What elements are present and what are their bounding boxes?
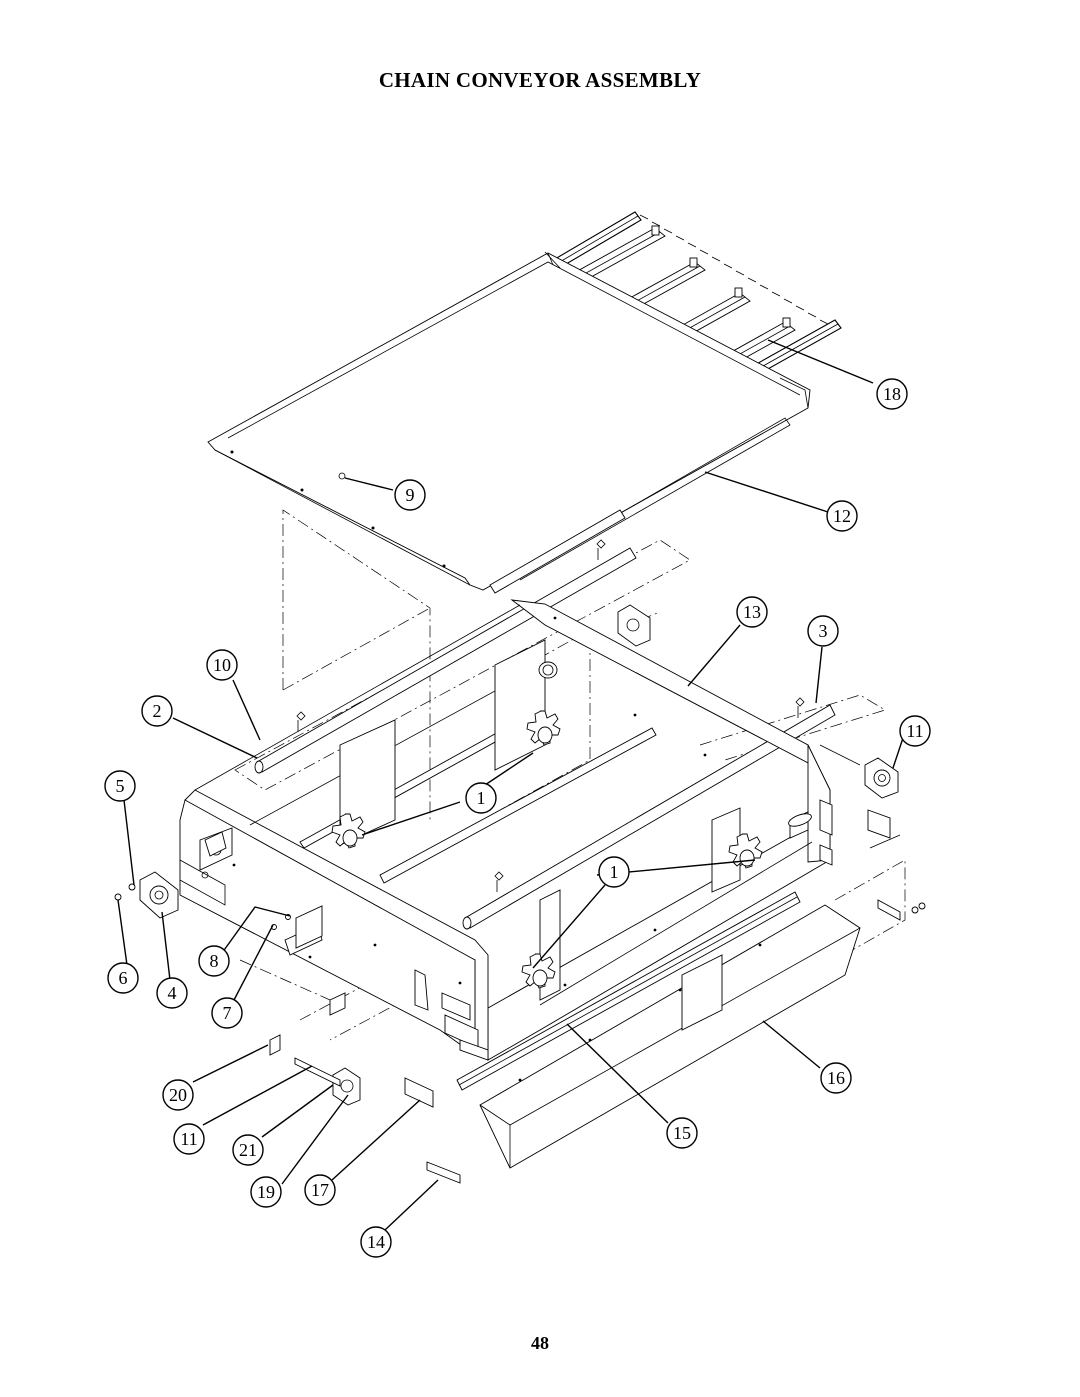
callout-label: 6 bbox=[119, 968, 128, 988]
callout-1-upper: 1 bbox=[465, 782, 497, 814]
callout-14: 14 bbox=[360, 1226, 392, 1258]
callouts: 18 9 12 13 3 10 2 11 5 1 1 8 6 4 7 20 11… bbox=[104, 378, 931, 1258]
callout-label: 5 bbox=[116, 776, 125, 796]
callout-5: 5 bbox=[104, 770, 136, 802]
callout-label: 16 bbox=[827, 1068, 845, 1088]
callout-11-lower: 11 bbox=[173, 1123, 205, 1155]
callout-10: 10 bbox=[206, 649, 238, 681]
callout-3: 3 bbox=[807, 615, 839, 647]
page-number: 48 bbox=[531, 1333, 549, 1353]
page-title: CHAIN CONVEYOR ASSEMBLY bbox=[378, 68, 702, 92]
callout-label: 17 bbox=[311, 1180, 329, 1200]
callout-label: 4 bbox=[168, 983, 177, 1003]
callout-13: 13 bbox=[736, 596, 768, 628]
callout-21: 21 bbox=[232, 1134, 264, 1166]
callout-17: 17 bbox=[304, 1174, 336, 1206]
bearings bbox=[114, 604, 926, 1106]
callout-label: 20 bbox=[169, 1085, 187, 1105]
callout-label: 21 bbox=[239, 1140, 257, 1160]
callout-11-right: 11 bbox=[899, 715, 931, 747]
callout-label: 13 bbox=[743, 602, 761, 622]
callout-2: 2 bbox=[141, 695, 173, 727]
callout-label: 7 bbox=[223, 1003, 232, 1023]
callout-label: 1 bbox=[477, 788, 486, 808]
callout-1-lower: 1 bbox=[598, 856, 630, 888]
callout-label: 10 bbox=[213, 655, 231, 675]
callout-label: 18 bbox=[883, 384, 901, 404]
main-frame bbox=[179, 599, 833, 1061]
callout-8: 8 bbox=[198, 945, 230, 977]
callout-label: 19 bbox=[257, 1182, 275, 1202]
callout-15: 15 bbox=[666, 1117, 698, 1149]
callout-6: 6 bbox=[107, 962, 139, 994]
callout-4: 4 bbox=[156, 977, 188, 1009]
callout-label: 11 bbox=[906, 721, 923, 741]
callout-label: 8 bbox=[210, 951, 219, 971]
callout-label: 3 bbox=[819, 621, 828, 641]
callout-label: 11 bbox=[180, 1129, 197, 1149]
callout-label: 1 bbox=[610, 862, 619, 882]
callout-label: 14 bbox=[367, 1232, 385, 1252]
callout-label: 15 bbox=[673, 1123, 691, 1143]
callout-18: 18 bbox=[876, 378, 908, 410]
callout-label: 12 bbox=[833, 506, 851, 526]
callout-12: 12 bbox=[826, 500, 858, 532]
callout-label: 9 bbox=[406, 485, 415, 505]
callout-label: 2 bbox=[153, 701, 162, 721]
callout-16: 16 bbox=[820, 1062, 852, 1094]
cover-pan bbox=[207, 251, 811, 591]
callout-7: 7 bbox=[211, 997, 243, 1029]
lower-parts bbox=[404, 891, 861, 1184]
callout-19: 19 bbox=[250, 1176, 282, 1208]
callout-20: 20 bbox=[162, 1079, 194, 1111]
callout-9: 9 bbox=[394, 479, 426, 511]
sprockets bbox=[331, 710, 763, 989]
